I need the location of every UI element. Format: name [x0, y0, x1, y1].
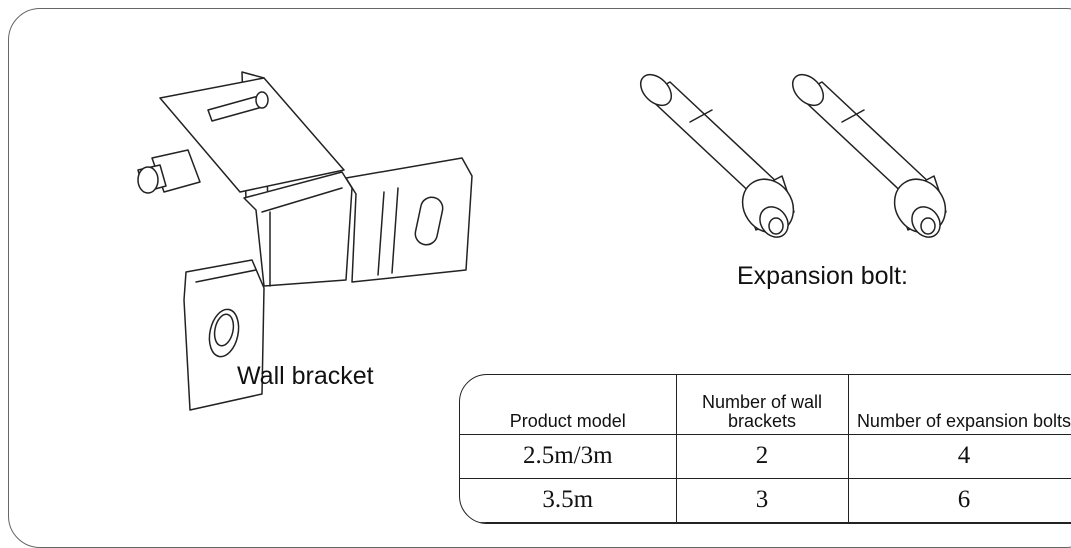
- cell-model: 2.5m/3m: [460, 434, 677, 479]
- cell-bolts: 6: [847, 478, 1071, 523]
- expansion-bolt-1: [639, 73, 795, 238]
- quantity-table: Product model Number of wall brackets Nu…: [459, 374, 1071, 524]
- table-header-row: Product model Number of wall brackets Nu…: [460, 375, 1071, 436]
- header-expansion-bolts: Number of expansion bolts: [847, 375, 1071, 436]
- cell-model: 3.5m: [460, 478, 677, 523]
- expansion-bolt-2: [791, 73, 947, 238]
- wall-bracket-drawing: [137, 71, 473, 411]
- header-wall-brackets: Number of wall brackets: [675, 375, 849, 436]
- cell-brackets: 3: [675, 478, 849, 523]
- cell-bolts: 4: [847, 434, 1071, 479]
- header-product-model: Product model: [460, 375, 677, 436]
- cell-brackets: 2: [675, 434, 849, 479]
- expansion-bolt-label: Expansion bolt:: [737, 262, 908, 290]
- table-row: 3.5m 3 6: [460, 478, 1071, 523]
- table-row: 2.5m/3m 2 4: [460, 434, 1071, 479]
- wall-bracket-label: Wall bracket: [237, 362, 374, 390]
- illustration: [137, 71, 947, 411]
